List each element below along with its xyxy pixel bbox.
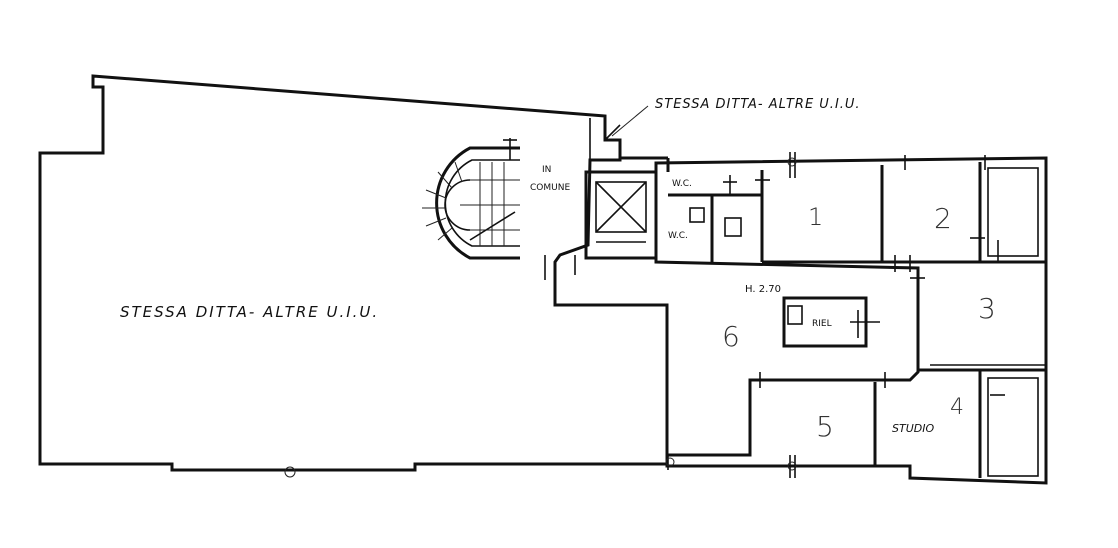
in-comune-label-line2: COMUNE — [530, 183, 570, 193]
door-mark — [665, 457, 675, 467]
spiral-staircase — [422, 138, 520, 260]
room-number-1: 1 — [808, 203, 823, 231]
door-mark — [787, 461, 797, 471]
heater-block — [782, 296, 880, 348]
balcony-east — [930, 167, 1046, 478]
door-mark — [284, 466, 296, 478]
room-number-3: 3 — [978, 292, 996, 325]
studio-label: STUDIO — [892, 422, 934, 435]
room-number-2: 2 — [934, 202, 952, 235]
in-comune-label-line1: IN — [542, 165, 551, 175]
room-number-6: 6 — [722, 320, 740, 353]
bathroom-block — [668, 170, 770, 262]
neighbor-top-label: STESSA DITTA- ALTRE U.I.U. — [655, 97, 861, 112]
neighbor-unit-left-outline — [38, 74, 669, 472]
room-number-4: 4 — [950, 395, 964, 420]
apartment-outline — [654, 156, 1048, 485]
neighbor-left-label: STESSA DITTA- ALTRE U.I.U. — [120, 303, 379, 321]
room-number-5: 5 — [816, 410, 834, 443]
door-mark — [787, 157, 797, 167]
wc-label-top: W.C. — [672, 179, 692, 189]
neighbor-top-leader — [611, 105, 649, 137]
heater-label: RIEL — [812, 319, 832, 329]
height-label: H. 2.70 — [745, 284, 781, 295]
neighbor-unit-top-wedge — [589, 118, 621, 160]
wc-label-bottom: W.C. — [668, 231, 688, 241]
